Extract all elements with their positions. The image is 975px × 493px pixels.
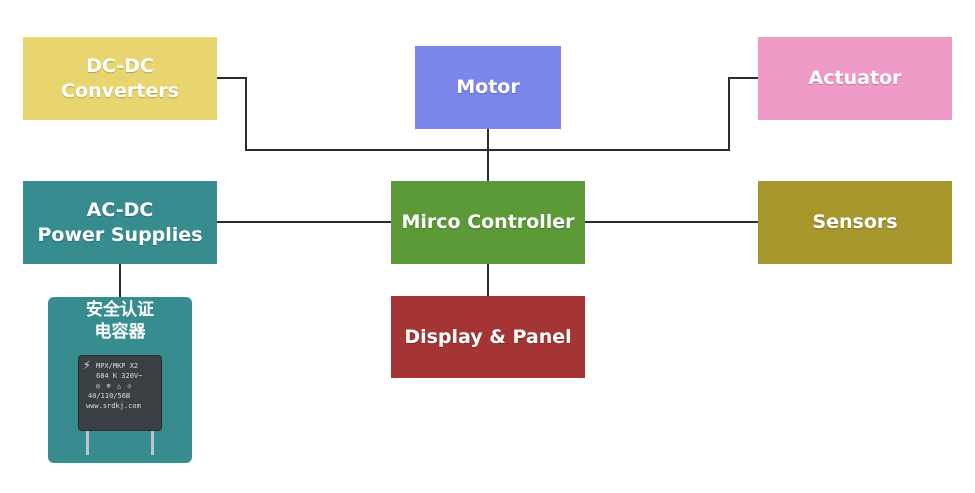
micro-controller-box: Mirco Controller — [391, 181, 585, 264]
capacitor-image: ⚡ MPX/MKP X2 684 K 320V~ ◎ ⊕ △ ◇ 40/110/… — [78, 355, 162, 455]
capacitor-lead — [86, 431, 89, 455]
display-panel-box: Display & Panel — [391, 296, 585, 378]
node-label: Mirco Controller — [401, 211, 575, 233]
wire-dcdc-bus — [217, 77, 488, 151]
node-label: Display & Panel — [404, 325, 572, 348]
node-label: Power Supplies — [37, 223, 203, 246]
capacitor-marking: MPX/MKP X2 — [96, 362, 139, 370]
wire-actuator-bus — [488, 77, 758, 151]
dc-dc-converters-box: DC-DC Converters — [23, 37, 217, 120]
safety-capacitor-card: 安全认证 电容器 ⚡ MPX/MKP X2 684 K 320V~ ◎ ⊕ △ … — [48, 297, 192, 463]
node-label: Sensors — [812, 211, 898, 233]
capacitor-marking: 40/110/56B — [88, 392, 131, 400]
capacitor-marking: 684 K 320V~ — [96, 372, 143, 380]
node-label: DC-DC — [86, 54, 154, 77]
actuator-box: Actuator — [758, 37, 952, 120]
motor-box: Motor — [415, 46, 561, 129]
capacitor-lead — [151, 431, 154, 455]
capacitor-cert-icons: ◎ ⊕ △ ◇ — [96, 382, 133, 390]
node-label: AC-DC — [86, 198, 154, 221]
capacitor-title: 电容器 — [94, 322, 146, 342]
capacitor-title: 安全认证 — [86, 300, 154, 320]
brand-logo-icon: ⚡ — [83, 358, 91, 373]
node-label: Actuator — [808, 67, 902, 89]
sensors-box: Sensors — [758, 181, 952, 264]
capacitor-marking: www.srdkj.com — [86, 402, 141, 410]
ac-dc-power-supplies-box: AC-DC Power Supplies — [23, 181, 217, 264]
node-label: Motor — [456, 76, 520, 98]
node-label: Converters — [61, 79, 179, 102]
